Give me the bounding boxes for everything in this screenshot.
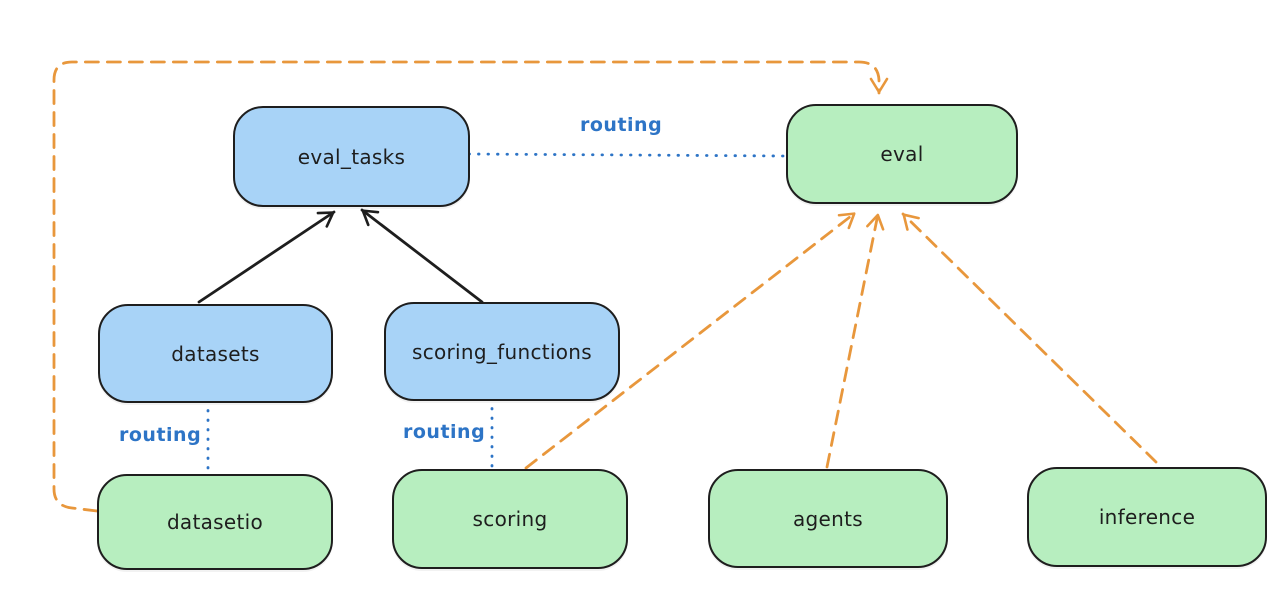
edge-label-routing-datasets-datasetio: routing [119, 424, 202, 446]
node-eval: eval [786, 104, 1018, 204]
node-scoring-functions: scoring_functions [384, 302, 620, 401]
edge-label-routing-eval-tasks-eval: routing [580, 114, 663, 136]
node-scoring-functions-label: scoring_functions [411, 339, 593, 364]
node-inference-label: inference [1098, 505, 1196, 529]
edge-datasets-to-eval-tasks [197, 210, 336, 304]
node-agents-label: agents [793, 506, 863, 531]
node-datasetio: datasetio [97, 474, 333, 570]
edge-inference-to-eval [901, 212, 1158, 464]
edge-label-routing-scoring-functions-scoring: routing [403, 421, 486, 443]
node-scoring: scoring [392, 469, 628, 569]
node-inference: inference [1027, 467, 1267, 567]
node-eval-label: eval [880, 142, 924, 166]
node-datasets-label: datasets [171, 341, 260, 366]
node-eval-tasks-label: eval_tasks [297, 144, 406, 169]
node-eval-tasks: eval_tasks [233, 106, 470, 207]
node-datasets: datasets [98, 304, 333, 403]
node-datasetio-label: datasetio [166, 510, 264, 534]
edge-agents-to-eval [825, 212, 885, 469]
edge-scoring-to-eval [524, 211, 857, 470]
edge-eval-tasks-to-eval-routing [467, 152, 786, 158]
edge-scoring-functions-to-eval-tasks [360, 208, 484, 304]
node-scoring-label: scoring [472, 507, 548, 531]
node-agents: agents [708, 469, 948, 568]
